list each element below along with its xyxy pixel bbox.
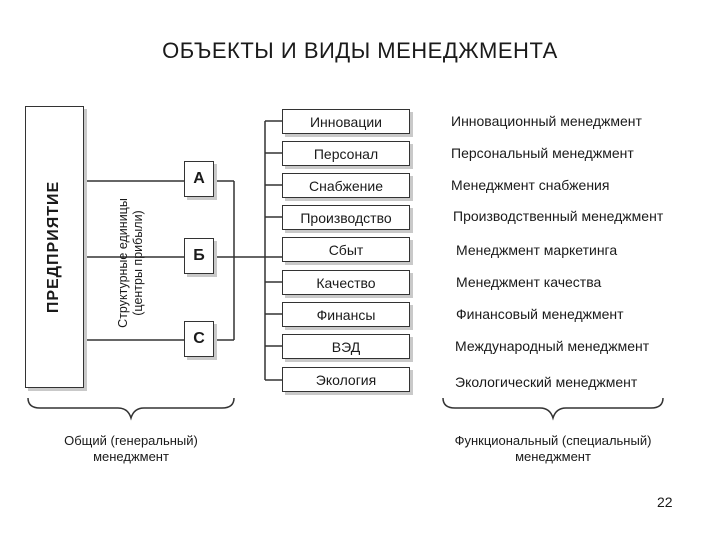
unit-a-box: А (184, 161, 214, 197)
mgmt-supply: Менеджмент снабжения (451, 177, 610, 193)
slide-title: ОБЪЕКТЫ И ВИДЫ МЕНЕДЖМЕНТА (162, 38, 558, 63)
structural-units-label: Структурные единицы (центры прибыли) (116, 198, 145, 328)
caption-functional-management: Функциональный (специальный) менеджмент (454, 433, 652, 464)
unit-c-box: С (184, 321, 214, 357)
caption-general-management: Общий (генеральный) менеджмент (64, 433, 198, 464)
function-foreign-trade: ВЭД (282, 334, 410, 359)
function-ecology: Экология (282, 367, 410, 392)
mgmt-international: Международный менеджмент (455, 338, 650, 354)
mgmt-finance: Финансовый менеджмент (456, 306, 624, 322)
enterprise-box (25, 106, 84, 388)
mgmt-marketing: Менеджмент маркетинга (456, 242, 618, 258)
unit-b-box: Б (184, 238, 214, 274)
function-quality: Качество (282, 270, 410, 295)
enterprise-label: ПРЕДПРИЯТИЕ (45, 180, 62, 314)
function-finance: Финансы (282, 302, 410, 327)
functional-brace (442, 397, 664, 421)
function-personnel: Персонал (282, 141, 410, 166)
mgmt-personnel: Персональный менеджмент (451, 145, 634, 161)
mgmt-innovation: Инновационный менеджмент (451, 113, 642, 129)
mgmt-ecology: Экологический менеджмент (455, 374, 638, 390)
mgmt-production: Производственный менеджмент (453, 208, 664, 224)
function-production: Производство (282, 205, 410, 230)
general-brace (27, 397, 235, 421)
function-sales: Сбыт (282, 237, 410, 262)
page-number: 22 (657, 494, 673, 510)
mgmt-quality: Менеджмент качества (456, 274, 602, 290)
function-innovations: Инновации (282, 109, 410, 134)
function-supply: Снабжение (282, 173, 410, 198)
